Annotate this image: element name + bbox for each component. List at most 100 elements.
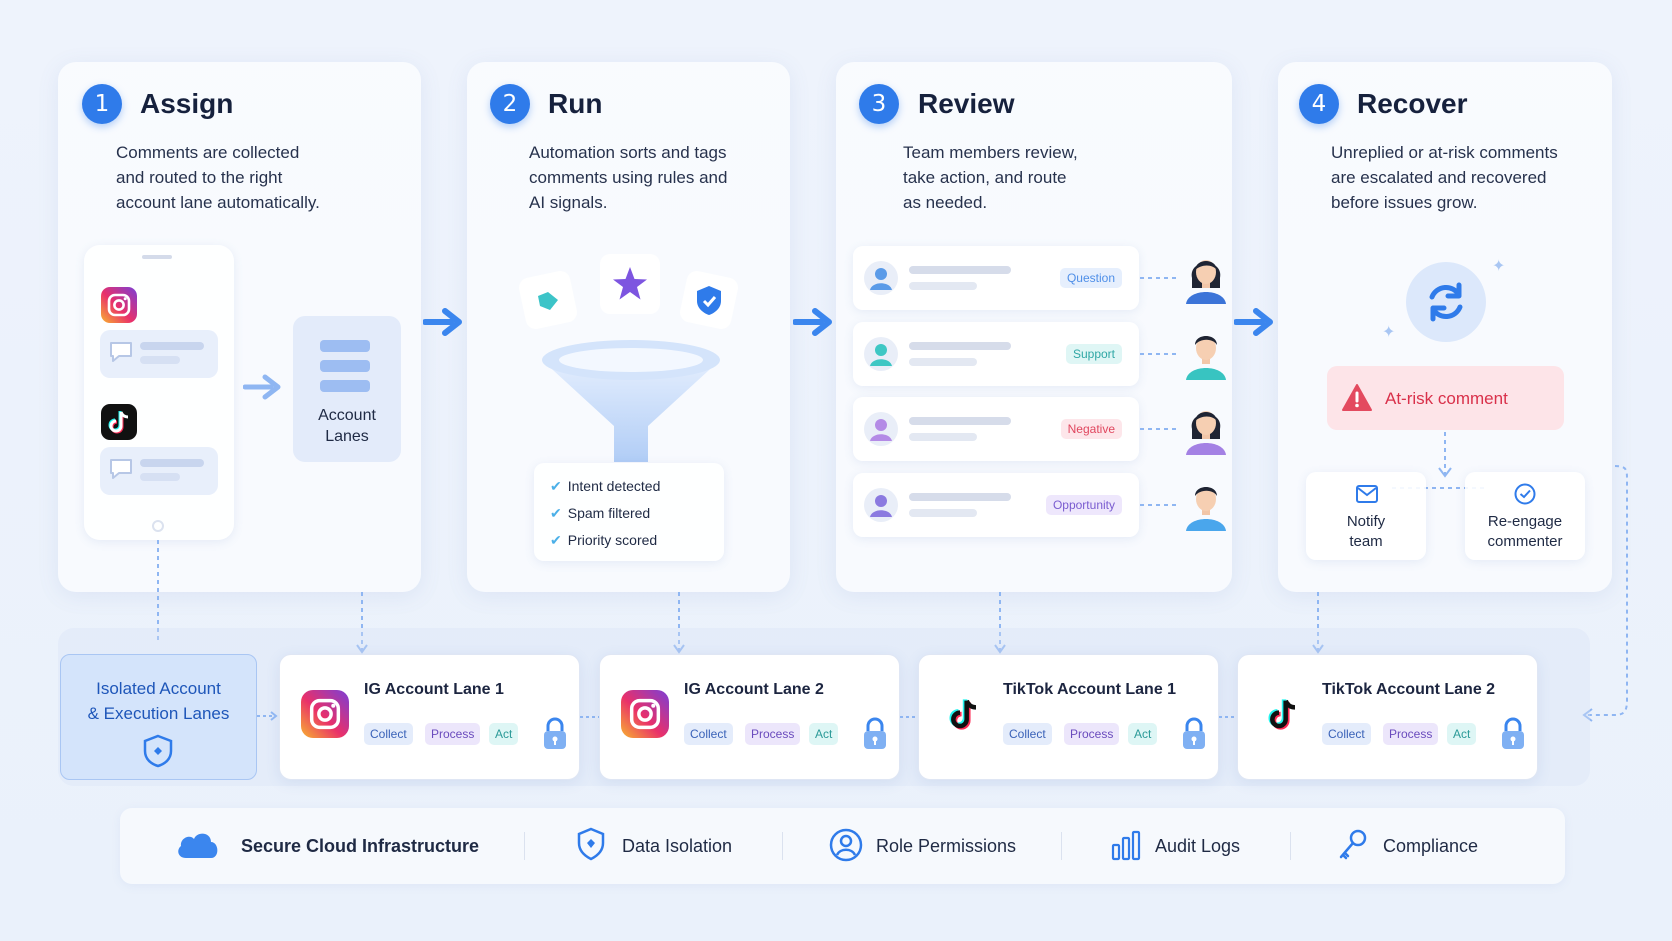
lock-icon	[544, 717, 566, 749]
funnel-icon	[542, 340, 720, 462]
user-circle-icon	[829, 828, 863, 862]
cloud-icon	[178, 833, 218, 858]
dashed-link	[1140, 428, 1180, 430]
dashed-link	[1140, 504, 1180, 506]
arrow-right-icon	[423, 308, 462, 336]
text-placeholder	[909, 493, 1011, 501]
check-icon: ✔	[550, 532, 562, 548]
run-checklist	[534, 463, 724, 561]
lane-tag-process: Process	[425, 723, 481, 745]
text-placeholder	[909, 342, 1011, 350]
dashed-link	[580, 716, 600, 718]
text-placeholder	[909, 433, 977, 441]
tag-icon	[519, 271, 577, 329]
shield-icon	[680, 271, 738, 329]
step-1-description: Comments are collected and routed to the…	[116, 143, 320, 212]
footer-audit-logs: Audit Logs	[1155, 836, 1241, 856]
footer-compliance: Compliance	[1383, 836, 1479, 856]
user-avatar-icon	[864, 488, 898, 522]
isolated-lanes-box	[60, 654, 257, 780]
tiktok-icon	[1259, 690, 1307, 738]
bar-chart-icon	[1111, 830, 1141, 861]
mail-icon	[1356, 485, 1378, 503]
user-avatar-icon	[864, 337, 898, 371]
sync-glow	[1406, 262, 1486, 342]
arrow-right-icon	[243, 374, 281, 400]
lane-tag-collect: Collect	[684, 723, 733, 745]
user-avatar-icon	[864, 412, 898, 446]
lane-tag-act: Act	[1447, 723, 1477, 745]
sparkle-icon: ✦	[1382, 324, 1396, 341]
shield-icon	[577, 827, 605, 861]
at-risk-alert	[1327, 366, 1564, 430]
footer-role-permissions: Role Permissions	[876, 836, 1017, 856]
check-icon: ✔	[550, 505, 562, 521]
step-2-number: 2	[490, 84, 530, 124]
arrow-right-icon	[1234, 308, 1273, 336]
chat-icon	[110, 459, 132, 479]
checklist-item: ✔Intent detected	[550, 478, 661, 494]
lane-tag-act: Act	[489, 723, 519, 745]
user-avatar-icon	[864, 261, 898, 295]
team-member-icon	[1186, 487, 1226, 531]
instagram-icon	[301, 690, 349, 738]
step-2-description: Automation sorts and tags comments using…	[529, 143, 728, 212]
step-1-title: Assign	[140, 88, 234, 119]
footer-data-isolation: Data Isolation	[622, 836, 733, 856]
tiktok-icon	[101, 404, 137, 440]
step-3-number: 3	[859, 84, 899, 124]
key-icon	[1339, 829, 1367, 860]
step-3-description: Team members review, take action, and ro…	[903, 143, 1078, 212]
lane-tag-collect: Collect	[1003, 723, 1052, 745]
account-lanes-label: Account Lanes	[318, 407, 376, 445]
star-icon	[600, 254, 660, 314]
team-member-icon	[1186, 336, 1226, 380]
lane-tag-process: Process	[1064, 723, 1120, 745]
shield-icon	[143, 734, 173, 768]
instagram-icon	[101, 287, 137, 323]
text-placeholder	[909, 266, 1011, 274]
isolated-lanes-label: Isolated Account & Execution Lanes	[87, 679, 230, 723]
lane-tag-act: Act	[1128, 723, 1158, 745]
text-placeholder	[909, 358, 977, 366]
arrow-right-icon	[793, 308, 832, 336]
lane-title: IG Account Lane 1	[364, 681, 504, 698]
re-engage-label: Re-engage commenter	[1487, 513, 1563, 550]
at-risk-label: At-risk comment	[1385, 389, 1508, 408]
lane-tag-collect: Collect	[364, 723, 413, 745]
lane-title: TikTok Account Lane 1	[1003, 681, 1177, 698]
dashed-link	[900, 716, 920, 718]
lane-tag-collect: Collect	[1322, 723, 1371, 745]
team-member-icon	[1186, 260, 1226, 304]
dashed-link	[257, 711, 278, 721]
step-2-title: Run	[548, 88, 603, 119]
step-4-title: Recover	[1357, 88, 1468, 119]
step-3-title: Review	[918, 88, 1015, 119]
lane-title: TikTok Account Lane 2	[1322, 681, 1496, 698]
dashed-link	[1219, 716, 1239, 718]
review-tag-support: Support	[1065, 344, 1122, 364]
lock-icon	[1502, 717, 1524, 749]
checklist-item: ✔Priority scored	[550, 532, 658, 548]
lane-tag-process: Process	[745, 723, 801, 745]
review-tag-negative: Negative	[1060, 419, 1122, 439]
checklist-item: ✔Spam filtered	[550, 505, 651, 521]
footer-secure-cloud: Secure Cloud Infrastructure	[241, 836, 480, 856]
step-1-number: 1	[82, 84, 122, 124]
sync-icon	[1429, 282, 1463, 322]
team-member-icon	[1186, 411, 1226, 455]
re-engage-card	[1465, 472, 1585, 560]
dashed-connectors	[157, 540, 1324, 654]
text-placeholder	[909, 509, 977, 517]
warning-icon	[1342, 384, 1372, 411]
lane-tag-act: Act	[809, 723, 839, 745]
lock-icon	[864, 717, 886, 749]
chat-icon	[110, 342, 132, 362]
instagram-icon	[621, 690, 669, 738]
lane-tag-process: Process	[1383, 723, 1439, 745]
tiktok-icon	[940, 690, 988, 738]
text-placeholder	[909, 282, 977, 290]
dashed-link	[1140, 277, 1180, 279]
review-tag-question: Question	[1059, 268, 1122, 288]
lock-icon	[1183, 717, 1205, 749]
